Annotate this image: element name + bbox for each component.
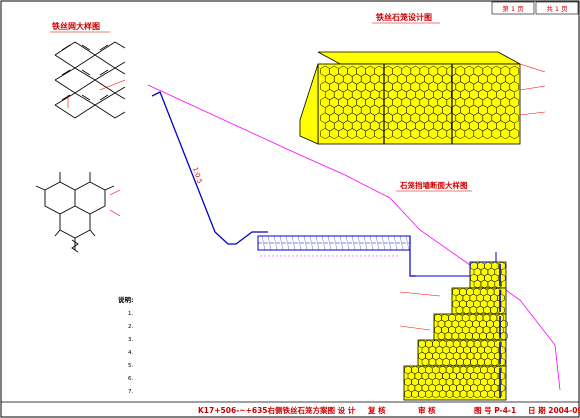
roadway-hatch-tick: [357, 235, 362, 251]
gabion-mesh-pattern: [320, 65, 520, 140]
gabion-tier: [451, 287, 507, 315]
retaining-face-line: [409, 236, 416, 277]
mesh-wire-twist: [61, 44, 109, 51]
page-number-box: 第 1 页 共 1 页: [491, 1, 579, 15]
mesh-hexagon-detail: [35, 172, 115, 253]
mesh-wire-twist: [61, 94, 109, 101]
gabion-side-face: [299, 63, 319, 145]
roadway-hatch-tick: [387, 235, 392, 251]
roadway-hatch-tick: [309, 235, 314, 251]
hex-callout-line: [109, 189, 121, 196]
note-item: 2.: [128, 324, 133, 330]
mesh-callout-line: [99, 79, 126, 91]
gabion-tier-mesh: [404, 365, 506, 399]
gabion-tier: [433, 313, 507, 341]
hex-twist: [71, 239, 79, 253]
note-item: 5.: [128, 363, 133, 369]
page-current: 第 1 页: [502, 4, 524, 13]
roadway-hatch-tick: [321, 235, 326, 251]
roadway-hatch-tick: [381, 235, 386, 251]
section-callout-line: [399, 325, 431, 331]
roadway-hatch-tick: [351, 235, 356, 251]
gabion-callout-line: [519, 111, 546, 116]
roadway-hatch-tick: [363, 235, 368, 251]
section-callout-line: [399, 291, 441, 297]
mesh-diamond-pattern: [54, 41, 126, 119]
hex-cell: [44, 181, 76, 215]
roadway-hatch-tick: [279, 235, 284, 251]
note-item: 7.: [128, 389, 133, 395]
hex-callout-line: [109, 209, 121, 217]
roadway-hatch-tick: [303, 235, 308, 251]
roadway-hatch-tick: [261, 235, 266, 251]
gabion-front-face: [317, 63, 521, 145]
page-total: 共 1 页: [546, 4, 568, 13]
gabion-wall-section: [399, 252, 508, 401]
roadway-hatch-tick: [297, 235, 302, 251]
mesh-detail-title: 铁丝网大样图: [52, 21, 100, 31]
roadway-hatch-tick: [315, 235, 320, 251]
review-label: 复 核: [367, 405, 386, 415]
mesh-wire: [54, 92, 126, 106]
roadway-hatch-tick: [333, 235, 338, 251]
audit-label: 审 核: [418, 405, 436, 415]
page-total-box: [535, 1, 579, 15]
gabion-section-title: 石笼挡墙断面大样图: [399, 180, 468, 190]
ground-line: [147, 84, 561, 391]
gabion-callout-line: [519, 63, 546, 73]
roadway-hatch-tick: [327, 235, 332, 251]
roadway-hatch-tick: [375, 235, 380, 251]
drawing-date: 日 期 2004-09: [528, 405, 580, 415]
roadway-hatch-tick: [339, 235, 344, 251]
mesh-wire: [54, 41, 126, 56]
roadway-hatch-tick: [267, 235, 272, 251]
mesh-wire: [54, 79, 126, 94]
wall-top-line: [416, 252, 497, 277]
note-item: 4.: [128, 350, 133, 356]
hex-wire-end: [54, 229, 96, 250]
drawing-title: K17+506-~+635右侧铁丝石笼方案图 设 计: [198, 405, 356, 415]
gabion-box-title: 铁丝石笼设计图: [376, 12, 432, 22]
gabion-callout-line: [519, 85, 546, 91]
hex-wire-end: [35, 172, 115, 191]
roadway-hatch-tick: [399, 235, 404, 251]
roadway-hatch: [261, 235, 410, 251]
gabion-top-face: [317, 51, 521, 65]
note-item: 6.: [128, 376, 133, 382]
cut-slope-line: [151, 91, 268, 245]
roadway-hatch-tick: [405, 235, 410, 251]
note-item: 1.: [128, 311, 133, 317]
roadway-hatch-tick: [369, 235, 374, 251]
notes-block: 说明: 1. 2. 3. 4. 5. 6. 7.: [118, 295, 134, 395]
roadway-hatch-tick: [273, 235, 278, 251]
mesh-wire: [54, 67, 126, 81]
title-block: K17+506-~+635右侧铁丝石笼方案图 设 计 复 核 审 核 图 号 P…: [1, 401, 580, 415]
page-current-box: [491, 1, 535, 15]
gabion-mesh-cell: [509, 128, 520, 140]
gabion-box-drawing: [299, 51, 521, 145]
gabion-tier-cell: [494, 389, 502, 399]
gabion-tier: [403, 365, 507, 401]
roadway-hatch-tick: [345, 235, 350, 251]
roadway-hatch-tick: [393, 235, 398, 251]
drawing-number: 图 号 P-4-1: [474, 406, 516, 415]
mesh-wire-twist: [61, 69, 109, 76]
hex-cell: [59, 214, 91, 239]
note-item: 3.: [128, 337, 133, 343]
roadway-hatch-tick: [291, 235, 296, 251]
mesh-wire: [54, 104, 126, 119]
notes-heading: 说明:: [118, 295, 134, 304]
mesh-wire: [54, 54, 126, 69]
roadway-hatch-tick: [285, 235, 290, 251]
hex-cell: [74, 181, 106, 215]
